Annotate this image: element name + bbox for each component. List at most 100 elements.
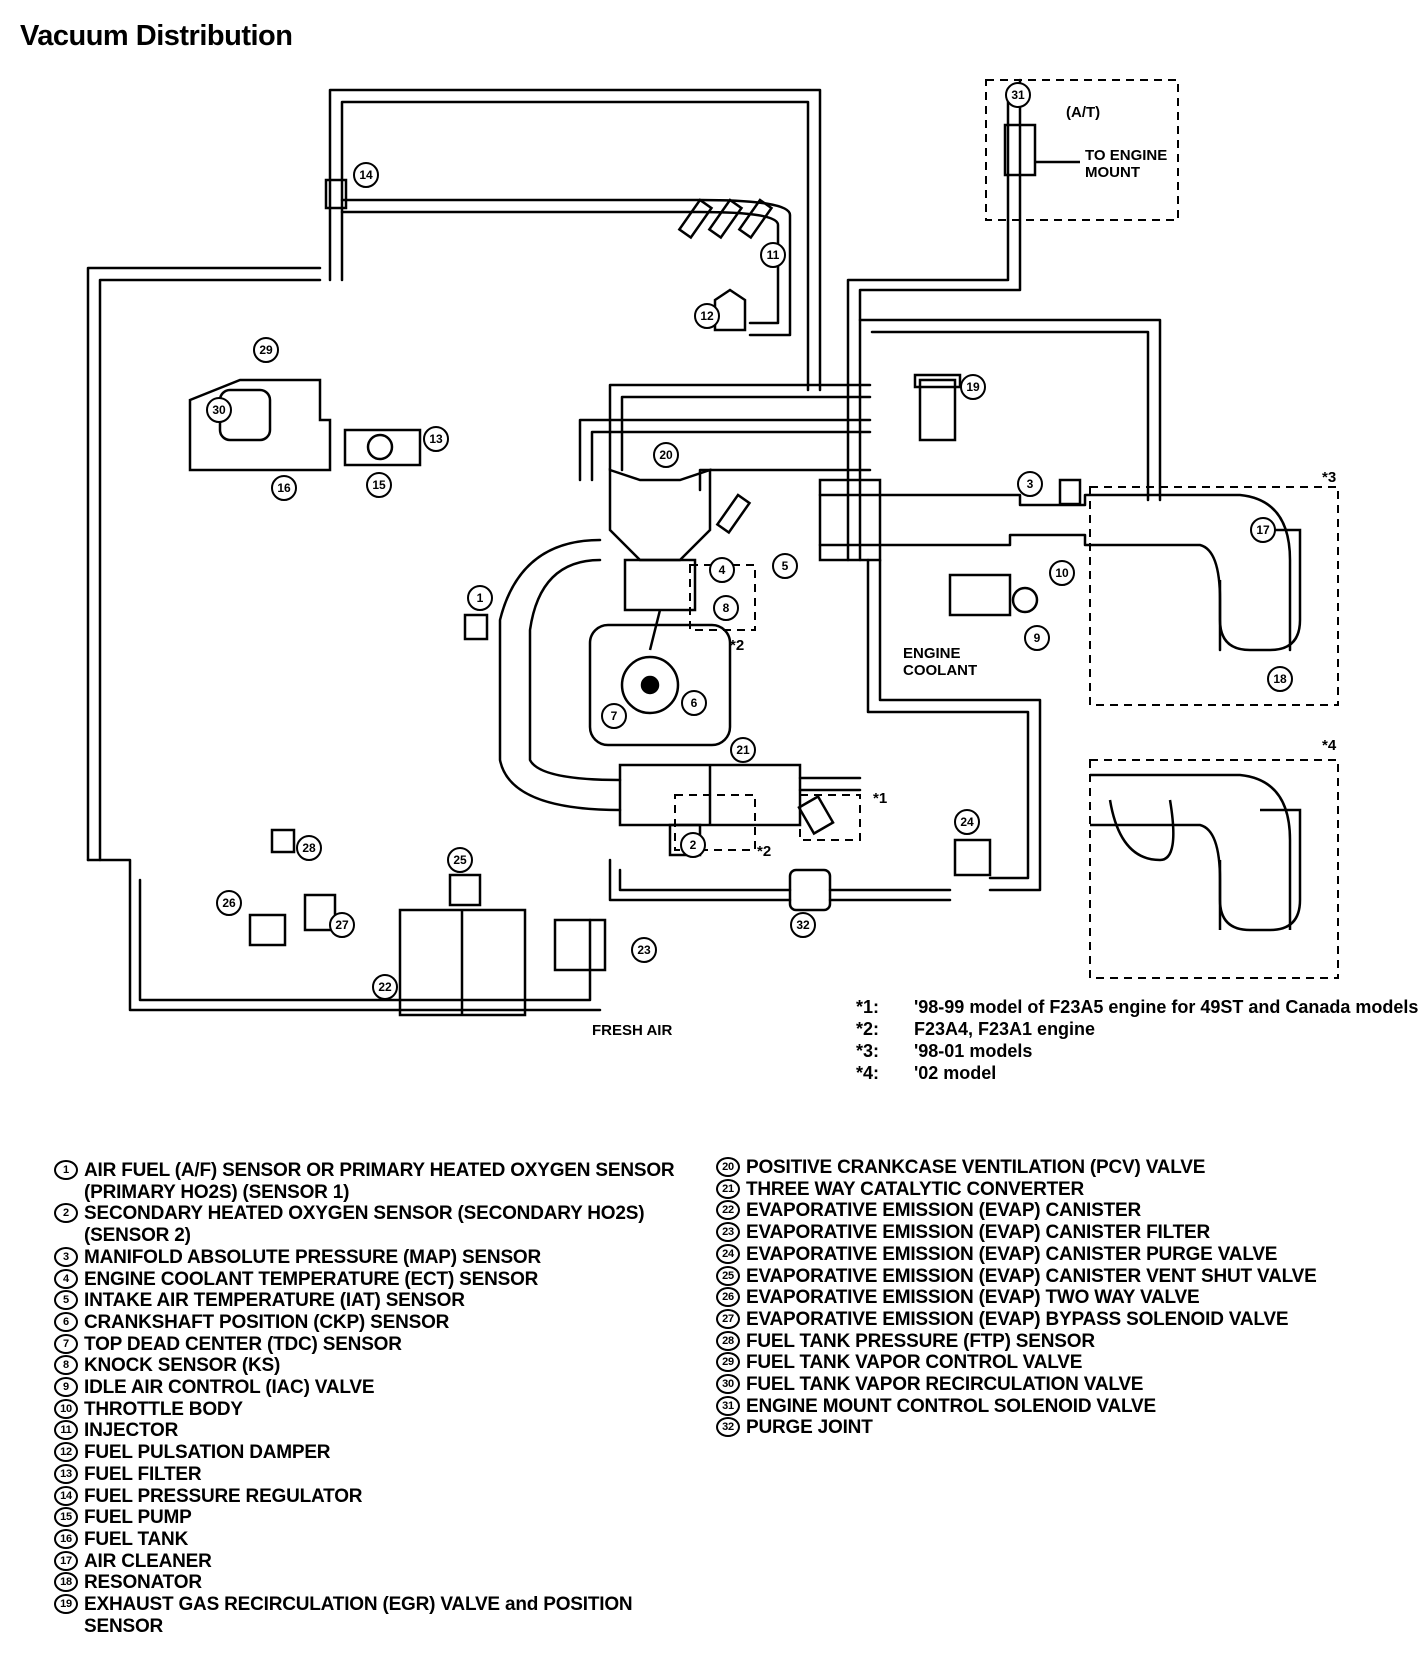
injector — [715, 493, 752, 535]
callout-circle — [353, 162, 379, 188]
callout-number: 15 — [372, 478, 386, 492]
legend-text: FUEL PRESSURE REGULATOR — [84, 1485, 363, 1507]
legend-text: MANIFOLD ABSOLUTE PRESSURE (MAP) SENSOR — [84, 1246, 542, 1268]
legend-number: 3 — [54, 1246, 78, 1267]
legend-number: 19 — [54, 1594, 78, 1615]
legend-number: 5 — [54, 1290, 78, 1311]
callout-number: 2 — [690, 838, 697, 852]
callout-number: 22 — [378, 980, 392, 994]
legend-text: FUEL TANK PRESSURE (FTP) SENSOR — [746, 1330, 1095, 1352]
connecting-rod — [648, 609, 662, 651]
callout-number: 1 — [477, 591, 484, 605]
callout-circle — [366, 472, 392, 498]
callout-circle — [372, 974, 398, 1000]
throttle-body — [818, 478, 882, 562]
star1-label: *1 — [873, 790, 887, 807]
callout-number: 21 — [736, 743, 750, 757]
star3-box — [1089, 486, 1339, 706]
callout-number: 20 — [659, 448, 673, 462]
callout-circle — [253, 337, 279, 363]
bypass-solenoid — [303, 893, 337, 932]
vacuum-hose — [340, 100, 810, 392]
callout-number: 25 — [453, 853, 467, 867]
to-engine-mount-label: TO ENGINE — [1085, 147, 1167, 164]
resonator — [1218, 528, 1302, 652]
intake-duct — [818, 493, 1292, 652]
legend-text: AIR CLEANER — [84, 1550, 212, 1572]
callout-circle — [271, 475, 297, 501]
injector — [707, 198, 744, 240]
injector — [677, 198, 714, 240]
callout-circle — [1049, 560, 1075, 586]
legend-number: 25 — [716, 1265, 740, 1286]
star4-box — [1089, 759, 1339, 979]
vacuum-hose — [328, 88, 822, 392]
egr-valve — [918, 378, 957, 442]
legend-number: 14 — [54, 1485, 78, 1506]
fuel-tank — [188, 378, 332, 472]
vacuum-hose — [870, 330, 1150, 502]
pulsation-damper — [713, 288, 747, 332]
star4-label: *4 — [1322, 737, 1337, 754]
callout-number: 26 — [222, 896, 236, 910]
callout-circle — [1250, 517, 1276, 543]
callout-circle — [680, 832, 706, 858]
vacuum-hose — [578, 418, 872, 482]
fuel-line — [340, 198, 792, 337]
injector — [737, 198, 774, 240]
legend-number: 2 — [54, 1203, 78, 1224]
callout-circle — [772, 553, 798, 579]
legend-text: FUEL TANK — [84, 1528, 189, 1550]
callout-circle — [447, 847, 473, 873]
crank-hub — [640, 675, 660, 695]
callout-circle — [960, 374, 986, 400]
fuel-pump-filter — [343, 428, 422, 467]
legend-item: 2 SECONDARY HEATED OXYGEN SENSOR (SECONDA… — [54, 1203, 694, 1246]
footnotes: *1:'98-99 model of F23A5 engine for 49ST… — [856, 996, 1424, 1084]
crank-pulley — [620, 655, 680, 715]
legend-text: ENGINE MOUNT CONTROL SOLENOID VALVE — [746, 1395, 1156, 1417]
legend-number: 24 — [716, 1243, 740, 1264]
legend-number: 20 — [716, 1157, 740, 1177]
legend-number: 8 — [54, 1355, 78, 1376]
legend-text: SECONDARY HEATED OXYGEN SENSOR (SECONDAR… — [84, 1203, 645, 1247]
legend-number: 13 — [54, 1463, 78, 1484]
callout-circle — [730, 737, 756, 763]
legend-text: EVAPORATIVE EMISSION (EVAP) CANISTER — [746, 1200, 1142, 1222]
callout-number: 32 — [796, 918, 810, 932]
legend-number: 4 — [54, 1268, 78, 1289]
footnote-row: *1:'98-99 model of F23A5 engine for 49ST… — [856, 996, 1424, 1018]
callout-circle — [601, 703, 627, 729]
callout-circle — [467, 585, 493, 611]
vent-shut-valve — [448, 873, 482, 907]
legend-item: 14 FUEL PRESSURE REGULATOR — [54, 1485, 694, 1508]
iac-solenoid — [1011, 586, 1039, 614]
callout-circle — [653, 442, 679, 468]
callout-number: 12 — [700, 309, 714, 323]
piston — [623, 558, 697, 612]
callout-circle — [790, 912, 816, 938]
callout-circle — [1017, 471, 1043, 497]
legend-number: 9 — [54, 1377, 78, 1398]
callout-number: 11 — [767, 248, 780, 262]
legend-text: EVAPORATIVE EMISSION (EVAP) CANISTER VEN… — [746, 1265, 1317, 1287]
cylinder-head — [608, 468, 712, 562]
fresh-air-label: FRESH AIR — [592, 1022, 672, 1039]
